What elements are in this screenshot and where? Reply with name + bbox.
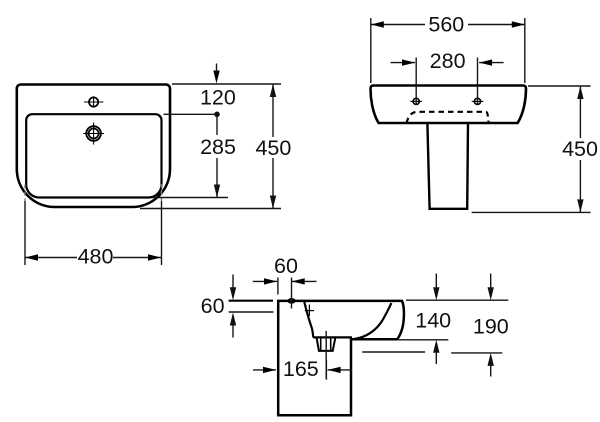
svg-text:140: 140 — [415, 309, 451, 333]
svg-text:165: 165 — [283, 357, 319, 381]
svg-text:450: 450 — [255, 136, 291, 160]
svg-text:480: 480 — [78, 245, 114, 269]
svg-text:560: 560 — [428, 13, 464, 37]
svg-text:450: 450 — [562, 137, 598, 161]
svg-text:285: 285 — [200, 135, 236, 159]
svg-text:60: 60 — [201, 294, 225, 318]
svg-text:280: 280 — [430, 49, 466, 73]
svg-text:120: 120 — [200, 86, 236, 110]
svg-text:190: 190 — [473, 314, 509, 338]
svg-text:60: 60 — [274, 254, 298, 278]
